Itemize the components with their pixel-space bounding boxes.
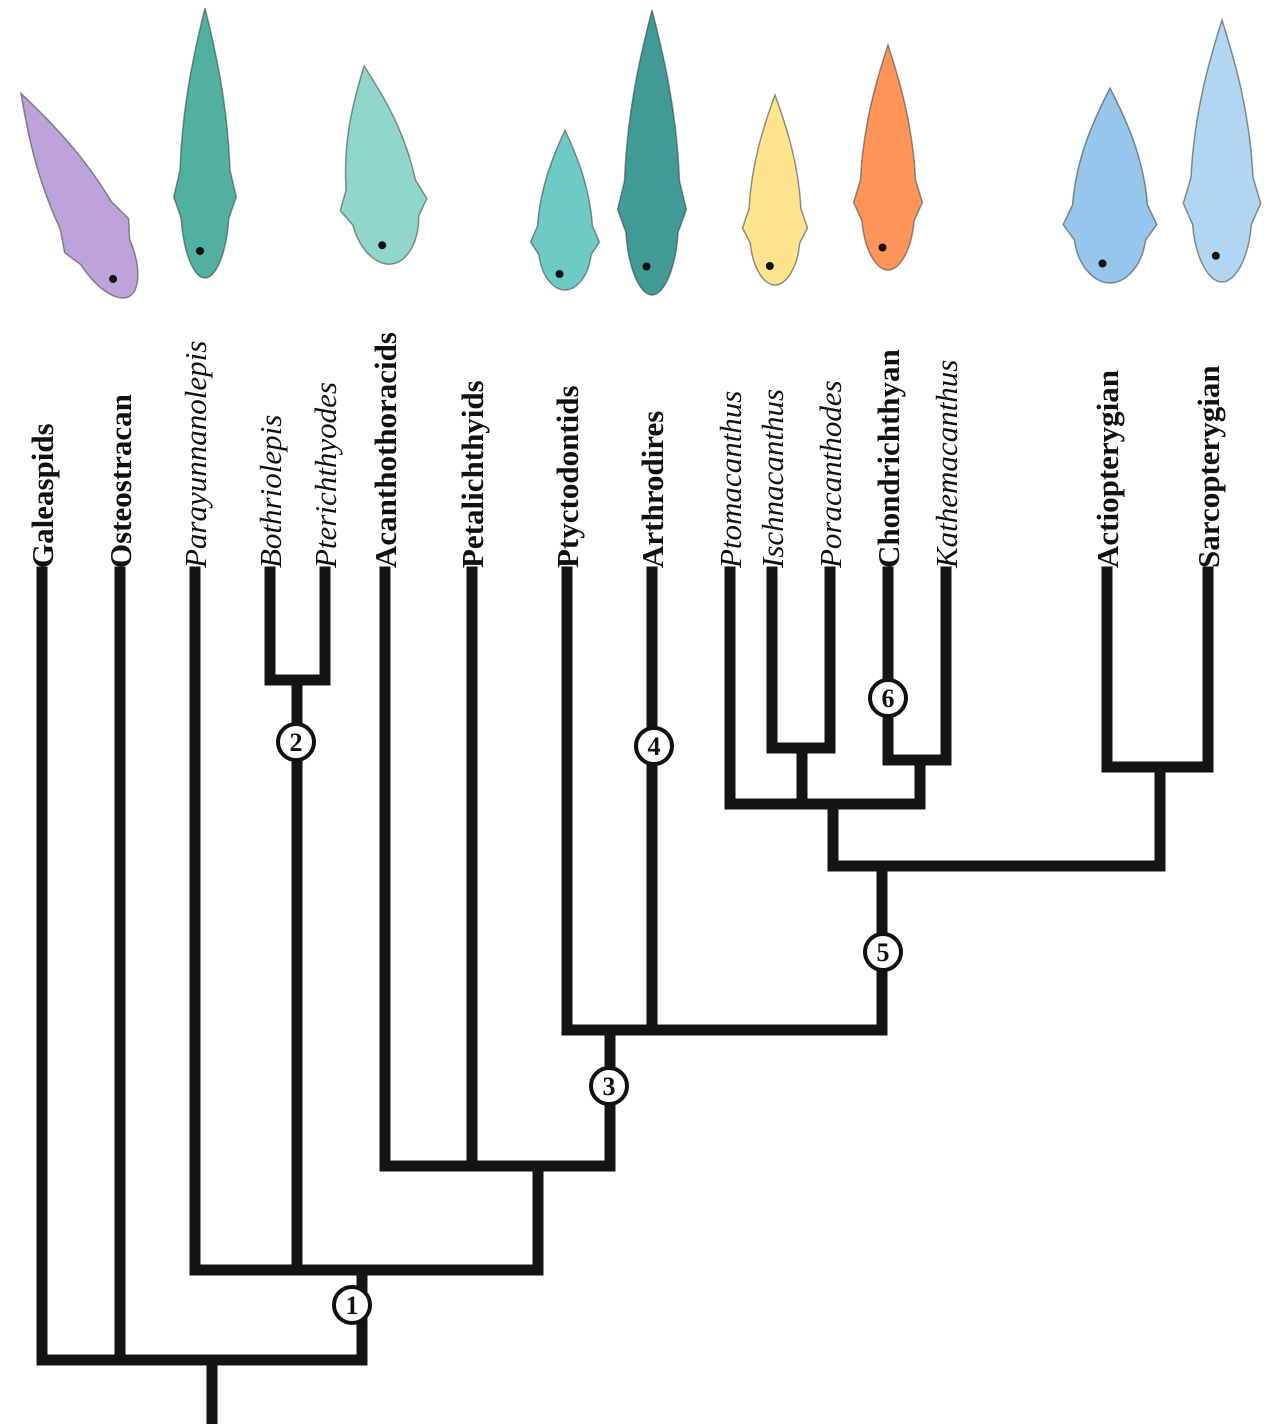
- taxon-label-arthrodires: Arthrodires: [635, 411, 670, 568]
- fish-eye: [642, 262, 651, 271]
- fish-eye: [555, 270, 564, 278]
- fish-body: [1182, 17, 1262, 283]
- fish-body: [19, 91, 139, 299]
- node-marker-1: 1: [332, 1285, 372, 1325]
- fish-silhouette-parayunnanolepis: [172, 7, 238, 279]
- node-circle: [332, 1285, 372, 1325]
- taxon-label-pterichthyodes: Pterichthyodes: [308, 382, 343, 569]
- fish-body: [529, 128, 601, 291]
- taxon-labels: Galeaspids Osteostracan Parayunnanolepis Bo…: [25, 332, 1226, 569]
- fish-silhouette-galeaspids: [19, 91, 139, 299]
- taxon-label-ptomacanthus: Ptomacanthus: [713, 391, 748, 569]
- fish-eye: [378, 241, 387, 250]
- fish-silhouette-sarcopterygian: [1182, 17, 1262, 283]
- fish-eye: [878, 243, 887, 252]
- node-circle: [589, 1066, 629, 1106]
- node-marker-2: 2: [276, 722, 316, 762]
- taxon-label-ischnacanthus: Ischnacanthus: [755, 389, 790, 569]
- taxon-label-chondrichthyan: Chondrichthyan: [871, 349, 906, 568]
- node-marker-4: 4: [634, 726, 674, 766]
- fish-silhouette-actiopterygian: [1062, 86, 1158, 284]
- node-number: 2: [290, 728, 303, 757]
- taxon-label-galeaspids: Galeaspids: [25, 423, 60, 568]
- taxon-label-bothriolepis: Bothriolepis: [253, 415, 288, 568]
- fish-body: [1062, 86, 1158, 284]
- node-number: 1: [346, 1291, 359, 1320]
- taxon-label-acanthothoracids: Acanthothoracids: [368, 332, 403, 568]
- fish-eye: [196, 247, 204, 255]
- fish-silhouette-acanthothoracids: [339, 64, 428, 265]
- node-markers: 1 2 3 4 5 6: [276, 678, 908, 1325]
- fish-silhouettes: [19, 7, 1262, 299]
- fish-eye: [109, 274, 118, 283]
- fish-body: [172, 7, 238, 279]
- taxon-label-parayunnanolepis: Parayunnanolepis: [178, 341, 213, 569]
- taxon-label-actiopterygian: Actiopterygian: [1090, 370, 1125, 568]
- taxon-label-sarcopterygian: Sarcopterygian: [1191, 365, 1226, 568]
- node-circle: [634, 726, 674, 766]
- fish-silhouette-ptyctodontids: [529, 128, 601, 291]
- taxon-label-kathemacanthus: Kathemacanthus: [929, 360, 964, 569]
- fish-eye: [1211, 251, 1220, 260]
- node-number: 4: [648, 732, 661, 761]
- node-marker-6: 6: [868, 678, 908, 718]
- tree-branches: [36, 566, 1214, 1424]
- fish-silhouette-arthrodires: [616, 9, 688, 296]
- fish-body: [616, 9, 688, 296]
- taxon-label-petalichthyids: Petalichthyids: [455, 380, 490, 568]
- fish-eye: [1098, 259, 1107, 268]
- fish-body: [852, 42, 924, 271]
- taxon-label-ptyctodontids: Ptyctodontids: [550, 385, 585, 568]
- node-marker-5: 5: [863, 932, 903, 972]
- taxon-label-osteostracan: Osteostracan: [103, 394, 138, 568]
- node-number: 3: [603, 1072, 616, 1101]
- node-circle: [863, 932, 903, 972]
- node-circle: [276, 722, 316, 762]
- fish-silhouette-chondrichthyan: [852, 42, 924, 271]
- node-number: 6: [882, 684, 895, 713]
- fish-silhouette-ischnacanthus: [741, 92, 809, 286]
- taxon-label-poracanthodes: Poracanthodes: [813, 380, 848, 569]
- node-circle: [868, 678, 908, 718]
- node-marker-3: 3: [589, 1066, 629, 1106]
- node-number: 5: [877, 938, 890, 967]
- fish-eye: [765, 262, 774, 270]
- fish-body: [339, 64, 428, 265]
- fish-body: [741, 92, 809, 286]
